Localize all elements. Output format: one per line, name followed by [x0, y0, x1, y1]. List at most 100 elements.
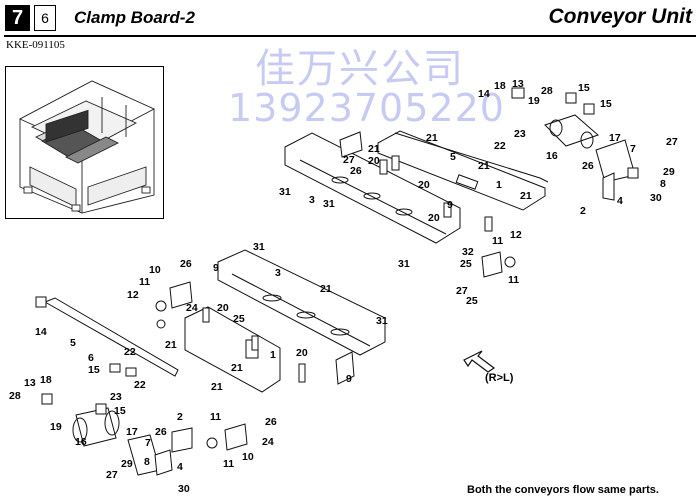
part-label: 22: [494, 140, 506, 152]
part-label: 31: [376, 315, 388, 327]
part-label: 27: [106, 469, 118, 481]
part-label: 5: [70, 337, 76, 349]
part-label: 11: [492, 235, 504, 247]
footnote: Both the conveyors flow same parts.: [467, 484, 659, 496]
part-label: 21: [231, 362, 243, 374]
part-label: 21: [520, 190, 532, 202]
part-label: 21: [426, 132, 438, 144]
part-label: 20: [428, 212, 440, 224]
page-title: Clamp Board-2: [74, 8, 195, 27]
part-label: 24: [262, 436, 274, 448]
part-label: 20: [418, 179, 430, 191]
direction-label: (R>L): [485, 372, 514, 384]
subsection-number-badge: 6: [34, 5, 56, 31]
part-label: 22: [134, 379, 146, 391]
part-label: 11: [223, 458, 235, 470]
part-label: 30: [650, 192, 662, 204]
part-label: 15: [88, 364, 100, 376]
part-label: 13: [512, 78, 524, 90]
part-label: 26: [582, 160, 594, 172]
part-label: 25: [460, 258, 472, 270]
part-label: 8: [144, 456, 150, 468]
part-label: 31: [279, 186, 291, 198]
part-label: 23: [514, 128, 526, 140]
part-label: 30: [178, 483, 190, 495]
part-label: 2: [177, 411, 183, 423]
section-number-badge: 7: [5, 5, 30, 31]
unit-name: Conveyor Unit: [548, 5, 692, 28]
part-label: 29: [663, 166, 675, 178]
part-label: 26: [155, 426, 167, 438]
document-code: KKE-091105: [6, 39, 65, 51]
part-label: 26: [350, 165, 362, 177]
part-label: 31: [253, 241, 265, 253]
part-label: 15: [114, 405, 126, 417]
part-label: 17: [126, 426, 138, 438]
part-label: 25: [466, 295, 478, 307]
watermark-phone: 13923705220: [228, 86, 505, 130]
part-label: 17: [609, 132, 621, 144]
part-label: 7: [145, 437, 151, 449]
part-label: 31: [323, 198, 335, 210]
part-label: 24: [186, 302, 198, 314]
part-label: 2: [580, 205, 586, 217]
part-label: 28: [541, 85, 553, 97]
part-label: 8: [660, 178, 666, 190]
part-label: 20: [217, 302, 229, 314]
part-label: 27: [343, 154, 355, 166]
part-label: 13: [24, 377, 36, 389]
part-label: 1: [496, 179, 502, 191]
header-divider: [4, 35, 696, 37]
part-label: 27: [456, 285, 468, 297]
part-label: 20: [296, 347, 308, 359]
part-label: 21: [211, 381, 223, 393]
part-label: 20: [368, 155, 380, 167]
part-label: 11: [508, 274, 520, 286]
part-label: 9: [346, 373, 352, 385]
part-label: 9: [447, 199, 453, 211]
part-label: 26: [265, 416, 277, 428]
part-label: 10: [149, 264, 161, 276]
part-label: 9: [213, 262, 219, 274]
part-label: 29: [121, 458, 133, 470]
part-label: 12: [510, 229, 522, 241]
part-label: 3: [309, 194, 315, 206]
part-label: 21: [320, 283, 332, 295]
part-label: 1: [270, 349, 276, 361]
machine-illustration: [18, 80, 156, 214]
part-label: 14: [478, 88, 490, 100]
part-label: 10: [242, 451, 254, 463]
part-label: 18: [40, 374, 52, 386]
part-label: 11: [210, 411, 222, 423]
part-label: 19: [50, 421, 62, 433]
part-label: 26: [180, 258, 192, 270]
part-label: 32: [462, 246, 474, 258]
part-label: 16: [546, 150, 558, 162]
part-label: 23: [110, 391, 122, 403]
part-label: 21: [478, 160, 490, 172]
part-label: 16: [75, 436, 87, 448]
machine-overview-frame: [5, 66, 164, 219]
part-label: 4: [177, 461, 183, 473]
part-label: 21: [165, 339, 177, 351]
part-label: 27: [666, 136, 678, 148]
part-label: 31: [398, 258, 410, 270]
part-label: 6: [88, 352, 94, 364]
part-label: 4: [617, 195, 623, 207]
watermark-company: 佳万兴公司: [255, 46, 465, 92]
part-label: 11: [139, 276, 151, 288]
part-label: 5: [450, 151, 456, 163]
part-label: 25: [233, 313, 245, 325]
part-label: 18: [494, 80, 506, 92]
part-label: 7: [630, 143, 636, 155]
part-label: 15: [600, 98, 612, 110]
part-label: 19: [528, 95, 540, 107]
part-label: 21: [368, 143, 380, 155]
part-label: 28: [9, 390, 21, 402]
part-label: 22: [124, 346, 136, 358]
part-label: 14: [35, 326, 47, 338]
part-label: 3: [275, 267, 281, 279]
part-label: 15: [578, 82, 590, 94]
